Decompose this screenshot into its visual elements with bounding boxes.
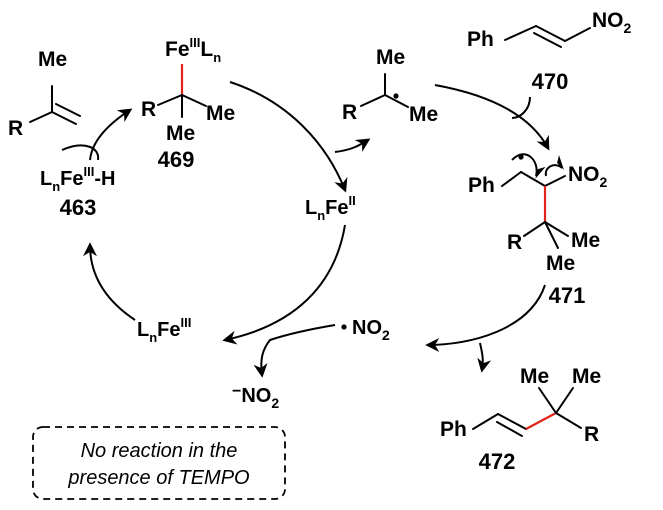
arrow-471-to-no2 [425, 284, 546, 352]
arrow-fe3h-to-469 [89, 108, 133, 161]
c469-fe-label: FeIIILn [165, 35, 221, 65]
c470-ph-label: Ph [467, 28, 494, 51]
c471-curly-arrow-2 [544, 155, 564, 177]
c471-number: 471 [549, 283, 586, 308]
no2-radical: NO2 [341, 317, 390, 343]
tertiary-radical: Me R Me [342, 46, 438, 126]
lnfe2-label: LnFeII [305, 193, 356, 223]
c472-me1-label: Me [520, 365, 549, 388]
c469-r-label: R [141, 98, 156, 121]
c469-me2-label: Me [166, 122, 195, 145]
c471-me2-label: Me [546, 252, 575, 275]
arrow-no2-to-nitrite [253, 324, 336, 378]
c471-curly-arrow-1 [511, 153, 546, 179]
lnfe3h-label: LnFeIII-H [40, 164, 115, 194]
alkene-r-label: R [8, 117, 23, 140]
radical-me2-label: Me [409, 103, 438, 126]
c470-number: 470 [532, 69, 569, 94]
arrow-fe3-to-fe3h [83, 242, 136, 321]
alkene-substrate: Me R [8, 48, 81, 140]
c471-ph-label: Ph [468, 174, 495, 197]
c463-number: 463 [60, 195, 97, 220]
arrow-fe2-to-fe3 [222, 224, 346, 345]
arrow-alkene-entry [61, 144, 100, 161]
arrow-radical-release [334, 138, 371, 153]
compound-470: Ph NO2 470 [467, 9, 632, 94]
lnfe3-label: LnFeIII [137, 315, 191, 345]
arrow-radical-to-471 [434, 84, 550, 151]
compound-469: FeIIILn R Me Me 469 [141, 35, 235, 172]
no2-radical-label: NO2 [352, 317, 390, 343]
arrow-469-to-fe2 [229, 81, 348, 193]
c469-me1-label: Me [206, 102, 235, 125]
c472-red-bond [525, 412, 557, 430]
c472-me2-label: Me [572, 365, 601, 388]
c471-me1-label: Me [571, 229, 600, 252]
nitrite-label: −NO2 [232, 383, 279, 411]
c471-r-label: R [507, 231, 522, 254]
c470-no2-label: NO2 [592, 9, 632, 36]
radical-dot [393, 93, 399, 99]
radical-me1-label: Me [376, 46, 405, 69]
c469-number: 469 [158, 147, 195, 172]
arrow-to-472 [477, 342, 492, 373]
compound-472: Ph Me Me R 472 [440, 365, 601, 474]
compound-471: Ph NO2 R Me Me 471 [468, 153, 608, 308]
arrow-470-entry [511, 96, 531, 119]
tempo-note-line2: presence of TEMPO [67, 467, 249, 489]
tempo-note-box [32, 426, 286, 500]
c471-no2-label: NO2 [568, 163, 608, 190]
tempo-note-line1: No reaction in the [81, 440, 238, 462]
alkene-me-label: Me [38, 48, 67, 71]
radical-r-label: R [342, 101, 357, 124]
c472-number: 472 [479, 449, 516, 474]
c472-ph-label: Ph [440, 418, 467, 441]
no2-radical-dot [341, 324, 347, 330]
c472-r-label: R [584, 423, 599, 446]
